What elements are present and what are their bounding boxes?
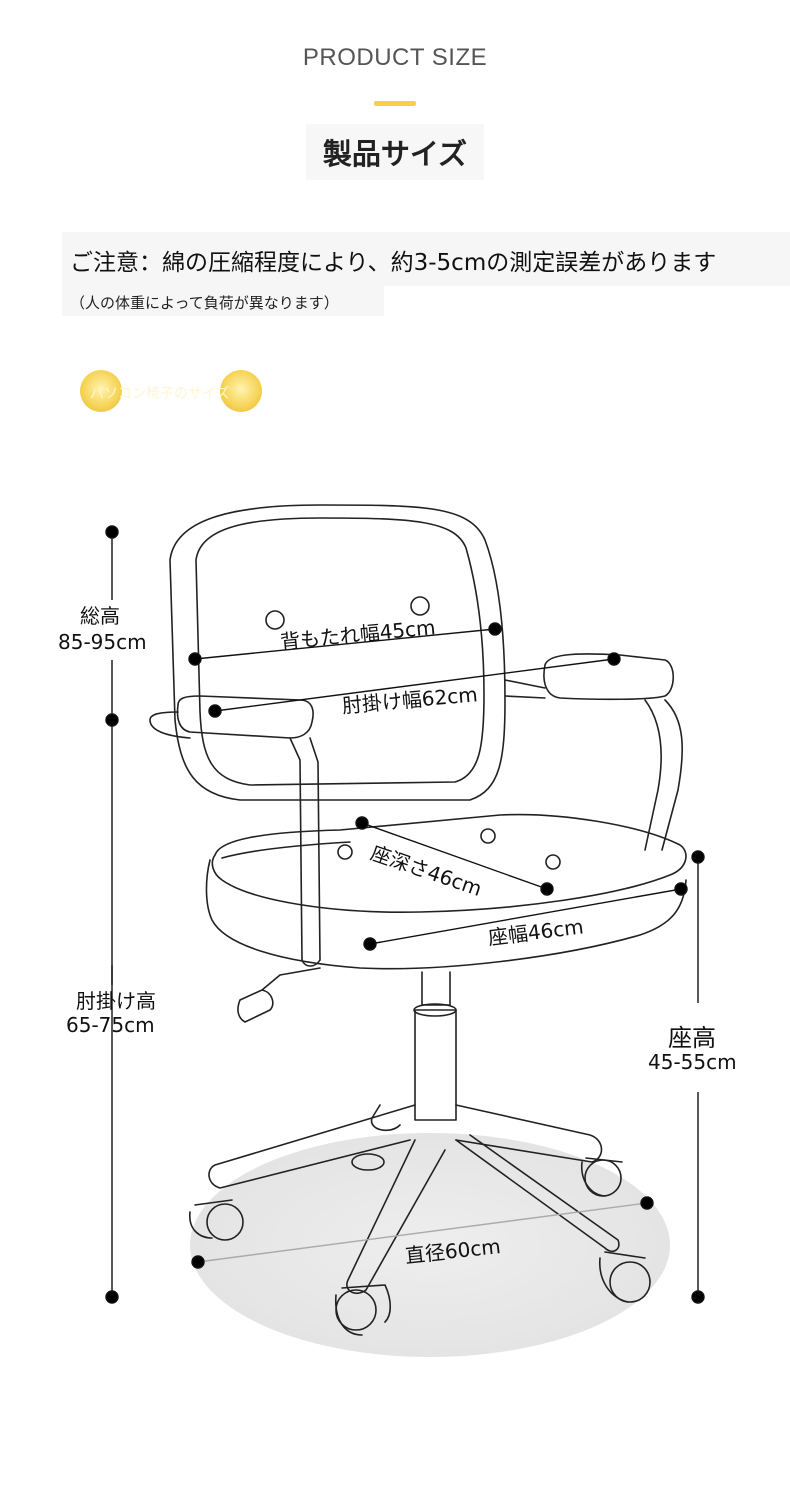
notice-main-text: ご注意：綿の圧縮程度により、約3-5cmの測定誤差があります bbox=[70, 250, 717, 276]
tag-left-circle bbox=[80, 370, 122, 412]
armrest-height-label: 肘掛け高 bbox=[76, 989, 156, 1013]
caster-left bbox=[206, 1203, 244, 1241]
base-arm-back bbox=[370, 1104, 401, 1132]
tag-right-circle bbox=[220, 370, 262, 412]
dim-dot-back-left bbox=[188, 652, 202, 666]
notice-sub-text: （人の体重によって負荷が異なります） bbox=[70, 294, 339, 312]
seat-button-2 bbox=[480, 828, 496, 844]
left-armrest-support bbox=[289, 737, 321, 961]
dim-dot-floor-right bbox=[691, 1290, 705, 1304]
backrest-inner bbox=[195, 517, 485, 786]
chair-outline bbox=[149, 504, 687, 1336]
notice-sub-background bbox=[62, 286, 384, 316]
floor-shadow bbox=[190, 1133, 670, 1357]
left-armrest-pad bbox=[176, 695, 314, 739]
gas-lift bbox=[421, 971, 451, 1006]
caster-right-front bbox=[609, 1261, 651, 1303]
backrest-button-left bbox=[265, 610, 285, 630]
seat-height-label: 座高 bbox=[668, 1024, 716, 1052]
title-background bbox=[306, 124, 484, 180]
dim-dot-seat-left bbox=[363, 937, 377, 951]
total-height-label: 総高 bbox=[80, 604, 120, 628]
backrest-outer bbox=[169, 504, 506, 801]
dim-dot-floor-left bbox=[105, 1290, 119, 1304]
dim-dot-back-right bbox=[488, 622, 502, 636]
title-accent-bar bbox=[374, 101, 416, 106]
dimension-lines bbox=[105, 525, 705, 1304]
base-arm-front-right bbox=[455, 1134, 620, 1252]
dim-dot-diam-left bbox=[191, 1255, 205, 1269]
dim-dot-depth-front bbox=[540, 882, 554, 896]
dim-dot-depth-back bbox=[355, 816, 369, 830]
right-armrest-pad bbox=[543, 653, 675, 701]
dim-dot-diam-right bbox=[640, 1196, 654, 1210]
dim-dot-total-top bbox=[105, 525, 119, 539]
notice-background bbox=[62, 232, 790, 286]
dim-dot-arm-top bbox=[105, 713, 119, 727]
right-armrest-support bbox=[644, 699, 684, 851]
caster-back bbox=[351, 1153, 385, 1171]
base-arm-right bbox=[455, 1104, 603, 1163]
dim-dot-arm-left bbox=[208, 704, 222, 718]
seat-cushion-side bbox=[205, 859, 687, 970]
seat-button-3 bbox=[545, 854, 561, 870]
total-height-value: 85-95cm bbox=[58, 630, 147, 654]
base-arm-front bbox=[346, 1139, 446, 1295]
seat-height-value: 45-55cm bbox=[648, 1050, 737, 1074]
base-arm-left bbox=[208, 1104, 416, 1189]
section-title-en: PRODUCT SIZE bbox=[302, 44, 488, 71]
dim-dot-seat-right bbox=[674, 882, 688, 896]
seat-button-1 bbox=[337, 844, 353, 860]
dim-dot-seat-top bbox=[691, 850, 705, 864]
backrest-button-right bbox=[410, 596, 430, 616]
dim-dot-arm-right bbox=[607, 652, 621, 666]
seat-cushion-top bbox=[211, 813, 687, 913]
height-lever bbox=[237, 967, 321, 1023]
section-title-jp: 製品サイズ bbox=[322, 137, 468, 171]
armrest-height-value: 65-75cm bbox=[66, 1013, 155, 1037]
size-tag-label: パソコン椅子のサイズ bbox=[90, 386, 230, 402]
